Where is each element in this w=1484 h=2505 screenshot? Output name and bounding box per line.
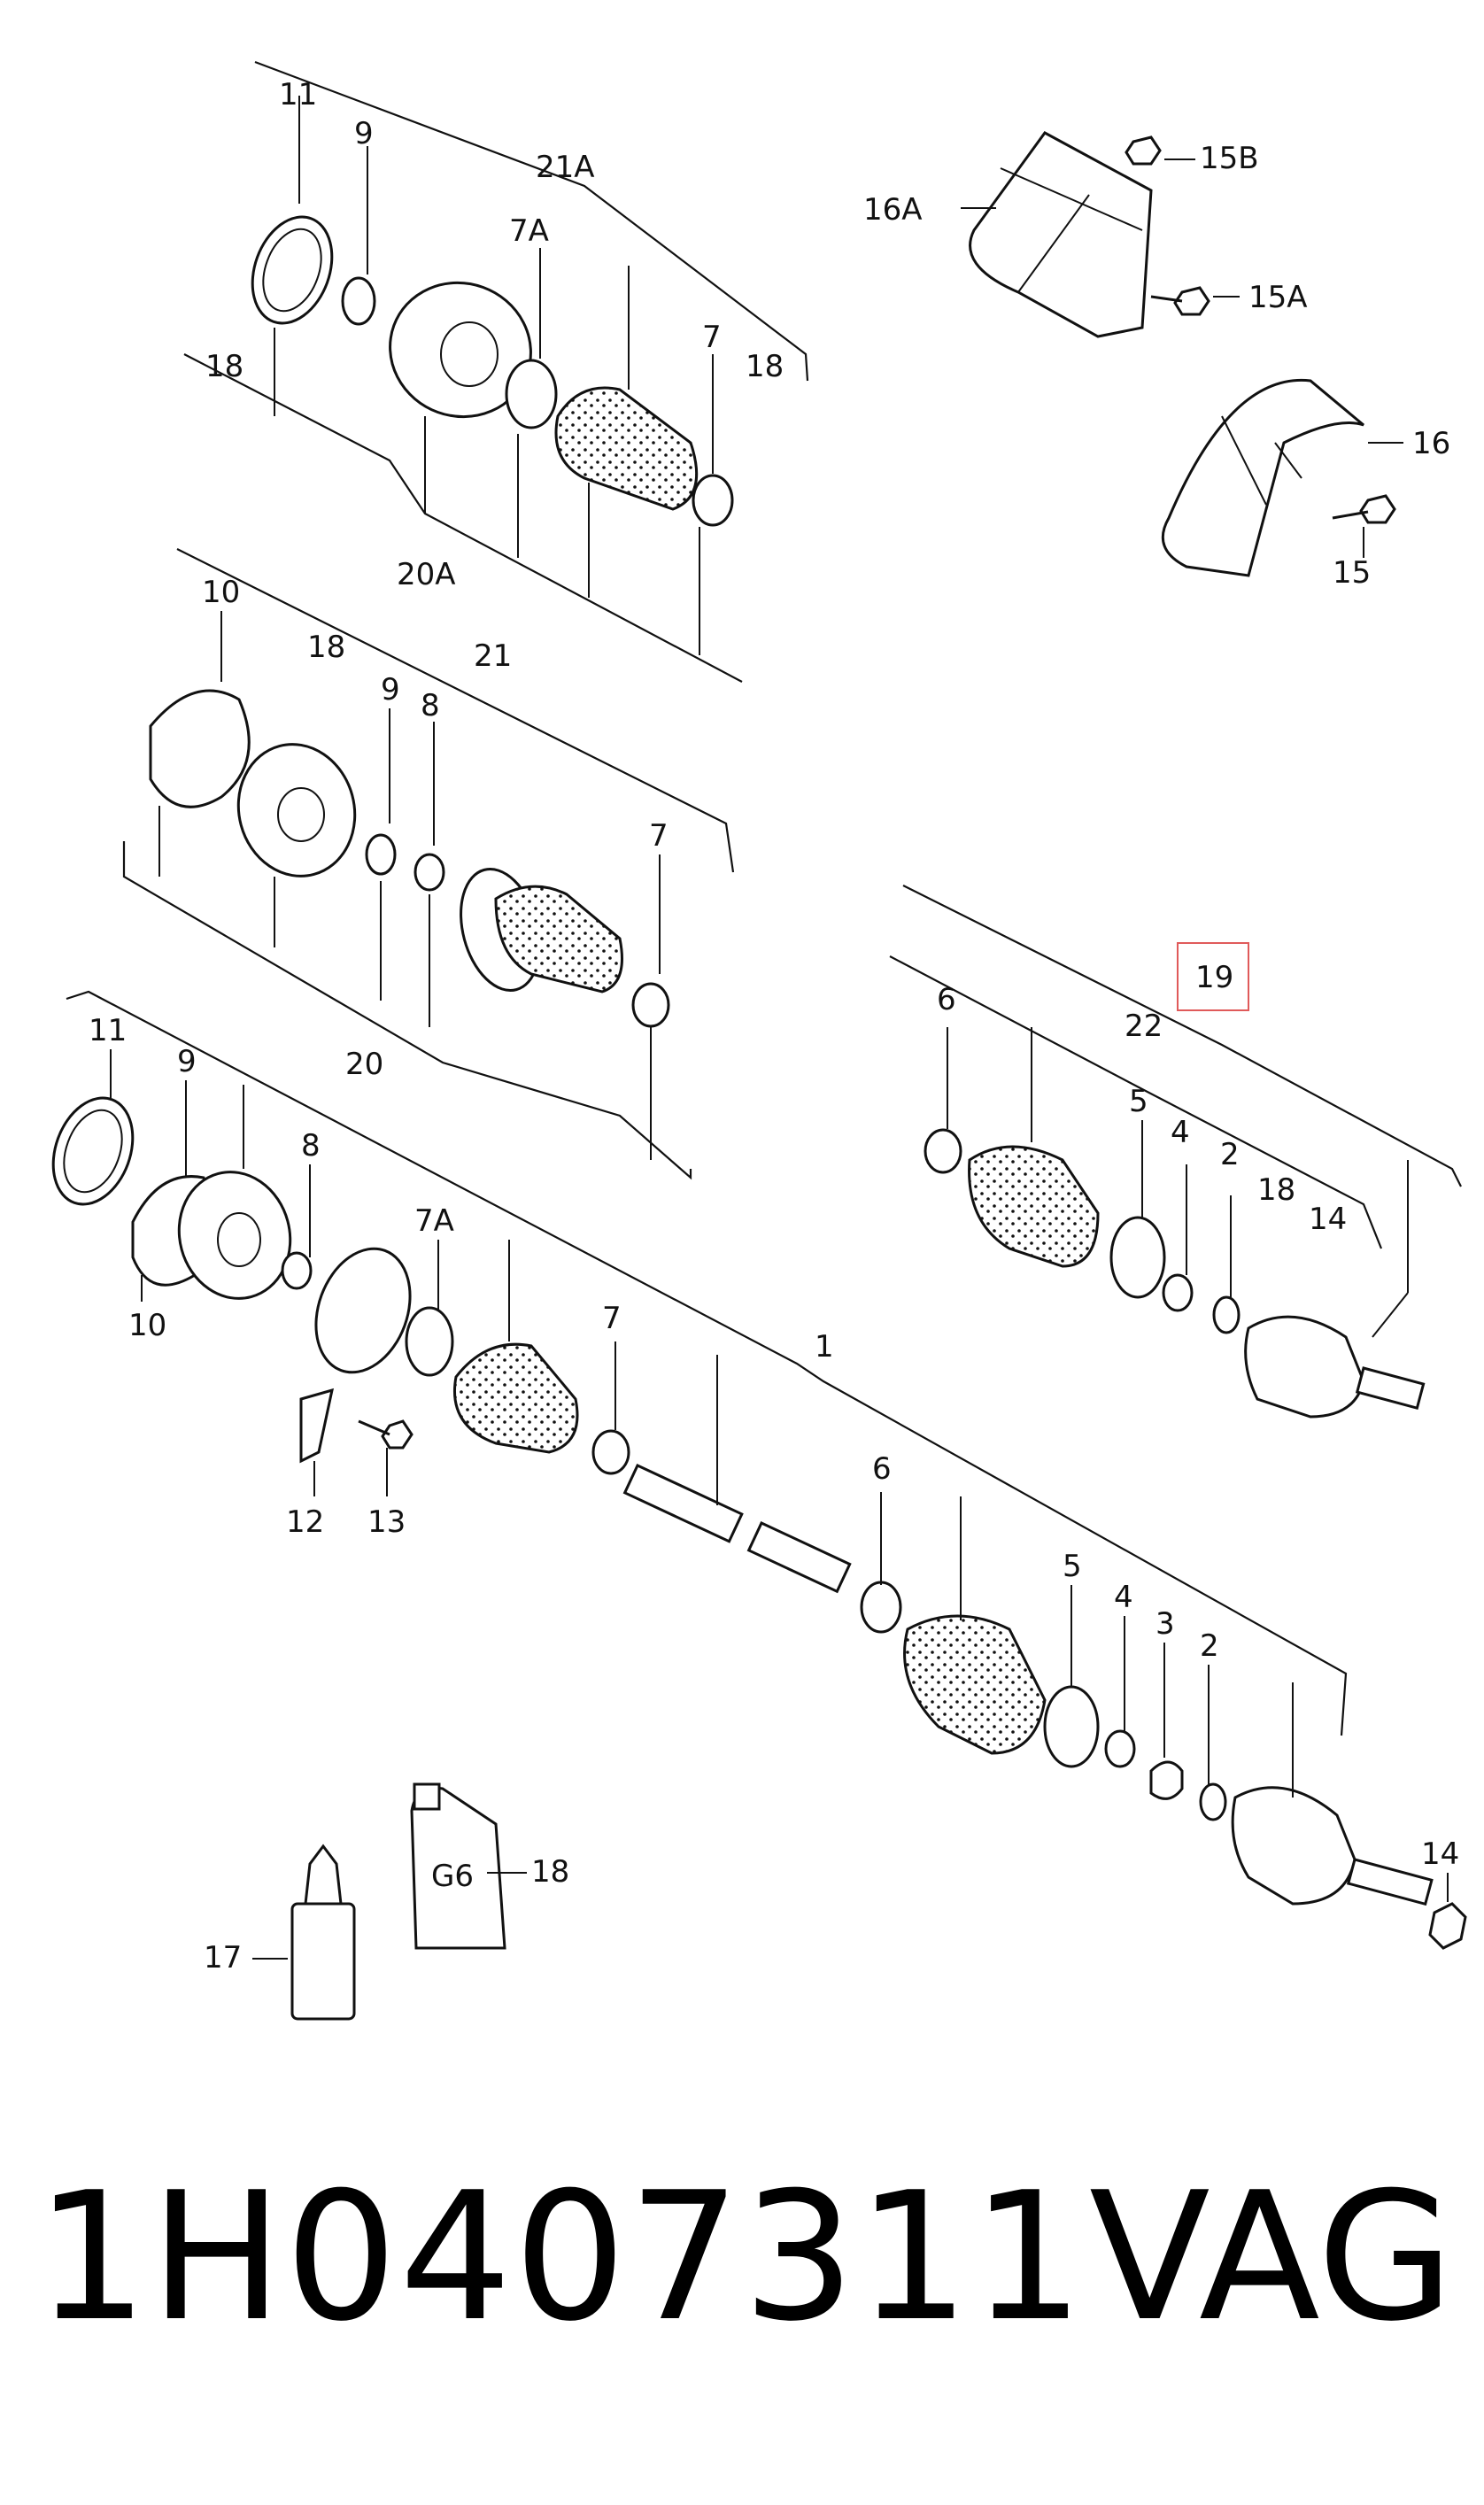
callout-21a: 21A	[536, 150, 595, 185]
callout-8-middle: 8	[421, 688, 440, 723]
callout-20: 20	[345, 1047, 383, 1082]
callout-20a: 20A	[397, 557, 456, 592]
callout-2-right: 2	[1220, 1137, 1240, 1172]
heat-shield-group	[961, 131, 1403, 577]
callout-18-middle: 18	[307, 630, 345, 665]
callout-18-right: 18	[1257, 1172, 1295, 1208]
callout-10-middle: 10	[202, 575, 240, 610]
callout-13: 13	[367, 1504, 406, 1540]
callout-16: 16	[1412, 426, 1450, 461]
callout-11-upper: 11	[279, 77, 317, 112]
grease-tube: G6	[410, 1782, 527, 1950]
callout-7-upper: 7	[702, 320, 722, 355]
callout-11-lower: 11	[89, 1013, 127, 1048]
callout-18-upper-right: 18	[746, 349, 784, 384]
callout-8-lower: 8	[301, 1128, 321, 1164]
callout-9-middle: 9	[381, 672, 400, 707]
callout-7a-upper: 7A	[509, 213, 549, 249]
callout-17: 17	[204, 1940, 242, 1975]
inner-joint-group-21a	[183, 60, 809, 683]
callout-14-right: 14	[1309, 1202, 1347, 1237]
inner-joint-group-21	[122, 548, 735, 1180]
callout-18-upper-left: 18	[205, 349, 243, 384]
callout-1: 1	[815, 1329, 834, 1365]
callout-16a: 16A	[863, 192, 923, 228]
callout-18-grease: 18	[531, 1854, 569, 1890]
callout-12: 12	[286, 1504, 324, 1540]
callout-6-right: 6	[937, 982, 956, 1017]
callout-15b: 15B	[1200, 141, 1259, 176]
outer-joint-group-19	[889, 885, 1462, 1419]
callout-4-lower: 4	[1114, 1580, 1133, 1615]
callout-4-right: 4	[1171, 1115, 1190, 1150]
footer-caption: 1H0407311 VAG	[35, 2154, 1455, 2361]
callout-2-lower: 2	[1200, 1628, 1219, 1664]
callout-5-lower: 5	[1063, 1549, 1082, 1584]
callout-5-right: 5	[1129, 1084, 1148, 1119]
callout-15: 15	[1333, 555, 1371, 591]
callout-14-lower: 14	[1421, 1836, 1459, 1872]
drive-shaft-group-1	[51, 990, 1467, 1950]
callout-6-lower: 6	[872, 1451, 892, 1487]
callout-3: 3	[1156, 1606, 1175, 1642]
callout-15a: 15A	[1248, 280, 1308, 315]
callout-7-lower: 7	[602, 1301, 622, 1336]
callout-21: 21	[474, 638, 512, 674]
callout-7a-lower: 7A	[414, 1203, 454, 1239]
part-number-text: 1H0407311	[35, 2154, 1086, 2361]
callout-7-middle: 7	[649, 818, 669, 854]
grease-tube-text: G6	[431, 1859, 474, 1894]
callout-9-lower: 9	[177, 1044, 197, 1079]
callout-9-upper: 9	[354, 116, 374, 151]
callout-19: 19	[1195, 960, 1233, 995]
callout-labels: 11 9 21A 7A 7 18 18 20A 15B 16A 15A 16 1…	[89, 77, 1459, 1975]
callout-19-highlight-box	[1177, 942, 1249, 1011]
callout-22: 22	[1125, 1009, 1163, 1044]
callout-10-lower: 10	[128, 1308, 166, 1343]
brand-text: VAG	[1089, 2154, 1455, 2361]
sealant-bottle	[252, 1844, 356, 2021]
